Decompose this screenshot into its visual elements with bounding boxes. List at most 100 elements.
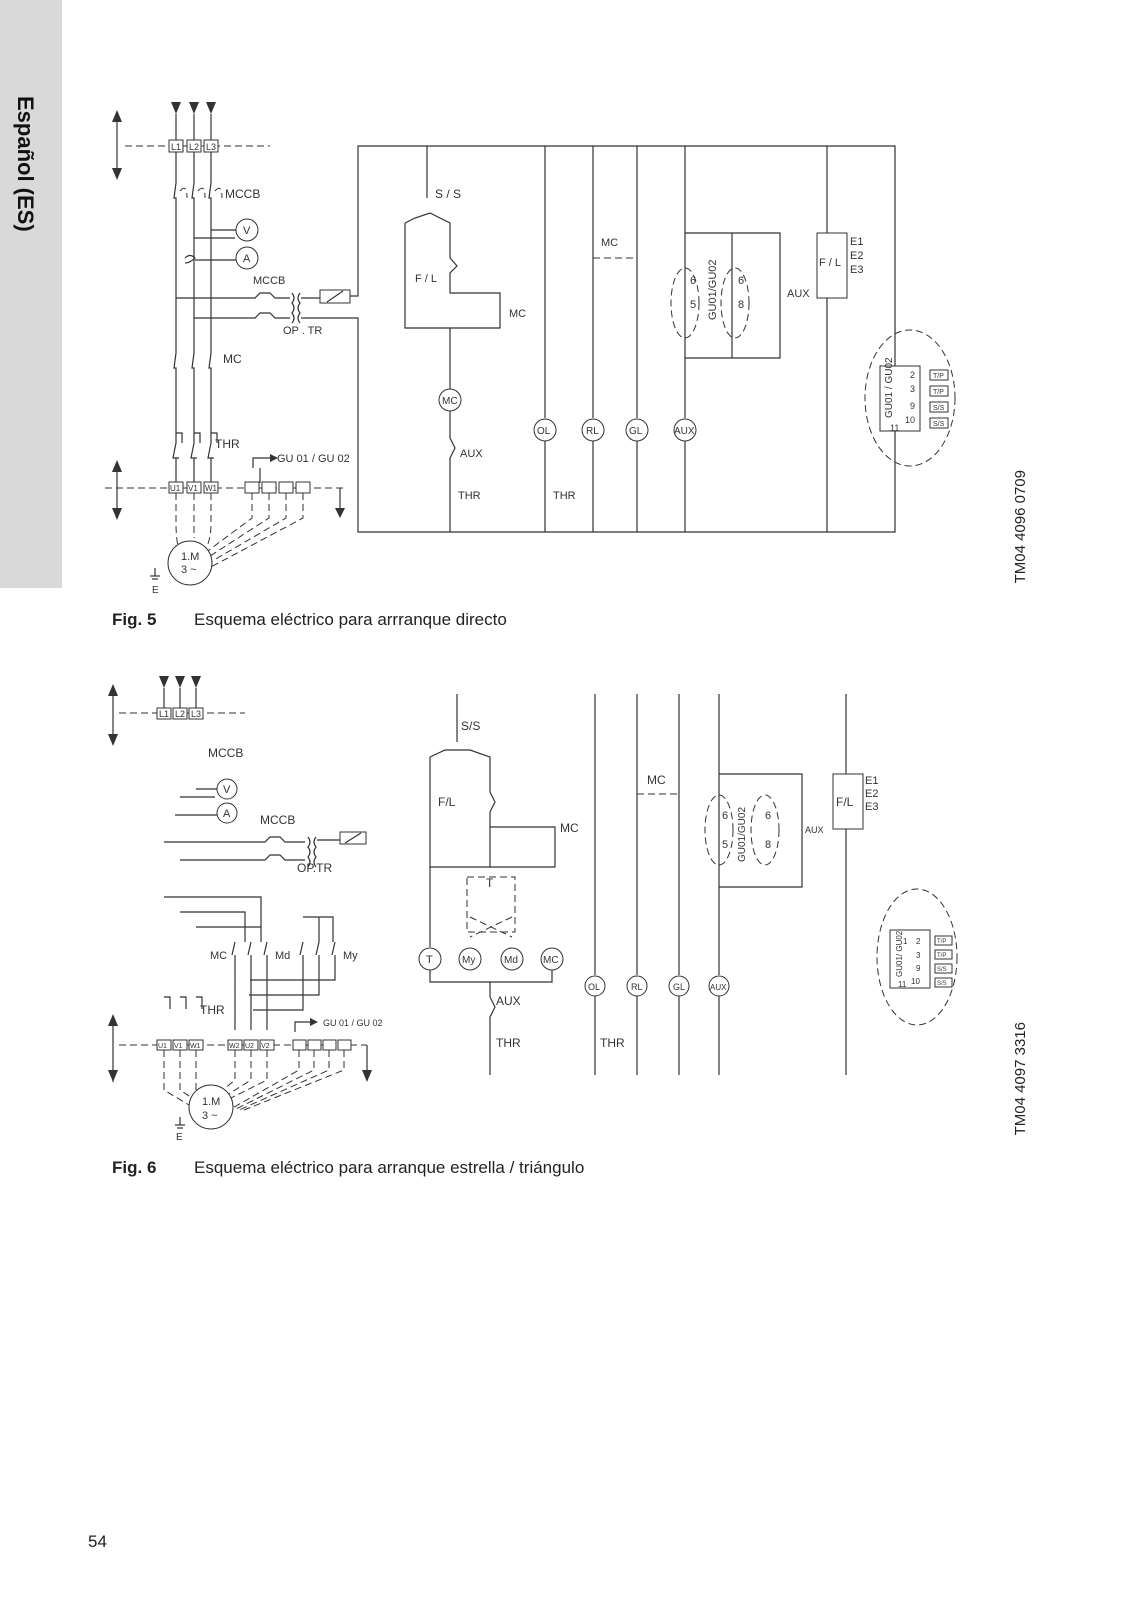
thr2-label: THR: [553, 490, 576, 502]
motor-label-2: 3 ~: [202, 1110, 218, 1122]
figure-6-code: TM04 4097 3316: [1012, 1022, 1029, 1136]
terminal-l1: L1: [159, 709, 169, 719]
pin-1: 1: [903, 937, 908, 946]
gl-lamp: GL: [673, 982, 685, 992]
mc-coil: MC: [543, 955, 559, 966]
pin-2: 2: [916, 937, 921, 946]
gu-contact-5: 5: [722, 839, 728, 851]
e2-label: E2: [865, 788, 878, 800]
md-coil: Md: [504, 955, 518, 966]
mc-aux-label: MC: [601, 237, 618, 249]
voltmeter: V: [223, 784, 231, 796]
terminal-l2: L2: [175, 709, 185, 719]
figure-5-title: Esquema eléctrico para arrranque directo: [194, 610, 507, 629]
ss1-term: S/S: [933, 405, 945, 412]
figure-6-number: Fig. 6: [112, 1158, 157, 1177]
voltmeter: V: [243, 225, 251, 237]
terminal-u1: U1: [170, 484, 181, 493]
t-timer-label: T: [486, 876, 494, 890]
aux-lamp: AUX: [674, 426, 695, 437]
gu-vertical-label: GU01/GU02: [737, 807, 748, 862]
pin-11: 11: [898, 980, 907, 989]
tp2-term: T/P: [937, 953, 946, 959]
figure-5-diagram: L1 L2 L3 MCCB V A MCCB OP . TR MC THR GU…: [105, 98, 985, 608]
earth-label: E: [176, 1132, 183, 1143]
pin-10: 10: [905, 415, 915, 425]
aux-contact-label: AUX: [787, 288, 810, 300]
t-coil: T: [426, 954, 433, 966]
thr1-label: THR: [496, 1036, 521, 1050]
gu-label: GU 01 / GU 02: [277, 453, 350, 465]
figure-6-caption: Fig. 6 Esquema eléctrico para arranque es…: [112, 1158, 584, 1178]
fl-box-label: F / L: [819, 257, 841, 269]
md-main-label: Md: [275, 950, 290, 962]
pin-10: 10: [911, 977, 920, 986]
mc-hold-label: MC: [560, 821, 579, 835]
figure-5-code: TM04 4096 0709: [1012, 470, 1029, 584]
terminal-block-l: L1 L2 L3: [168, 139, 219, 153]
aux-label: AUX: [496, 994, 521, 1008]
tp1-term: T/P: [933, 373, 944, 380]
figure-6-title: Esquema eléctrico para arranque estrella…: [194, 1158, 585, 1177]
terminal-l1: L1: [171, 142, 181, 152]
mccb-label: MCCB: [225, 187, 260, 201]
optr-label: OP . TR: [283, 325, 322, 337]
gu-contact-8: 8: [765, 839, 771, 851]
mc-coil-label: MC: [442, 396, 458, 407]
motor-label-1: 1.M: [181, 551, 199, 563]
tp1-term: T/P: [937, 939, 946, 945]
mc-aux-label: MC: [647, 773, 666, 787]
fl-label: F/L: [438, 795, 456, 809]
mc-hold-label: MC: [509, 308, 526, 320]
pin-9: 9: [916, 964, 921, 973]
e1-label: E1: [850, 236, 863, 248]
optr-label: OP.TR: [297, 861, 332, 875]
supply-arrows: [112, 102, 216, 180]
figure-5-number: Fig. 5: [112, 610, 157, 629]
motor-label-2: 3 ~: [181, 564, 197, 576]
terminal-w2: W2: [229, 1043, 240, 1050]
mccb-label: MCCB: [208, 746, 243, 760]
rl-lamp: RL: [631, 982, 643, 992]
gu-contact-6b: 6: [738, 275, 744, 287]
tp2-term: T/P: [933, 389, 944, 396]
gu-label: GU 01 / GU 02: [323, 1018, 383, 1028]
ol-lamp: OL: [588, 982, 600, 992]
figure-6-diagram: L1 L2 L3 MCCB V A MCCB OP.TR MC Md My TH…: [105, 672, 985, 1152]
pin-3: 3: [910, 384, 915, 394]
language-side-tab: Español (ES): [0, 0, 62, 588]
my-main-label: My: [343, 950, 358, 962]
gu-contact-6a: 6: [690, 275, 696, 287]
rl-lamp: RL: [586, 426, 599, 437]
gu-contact-6a: 6: [722, 810, 728, 822]
figure-5-caption: Fig. 5 Esquema eléctrico para arrranque d…: [112, 610, 507, 630]
aux-contact-label: AUX: [805, 825, 824, 835]
mc-main-label: MC: [210, 950, 227, 962]
e3-label: E3: [865, 801, 878, 813]
thr-main-label: THR: [215, 437, 240, 451]
mc-main-label: MC: [223, 352, 242, 366]
my-coil: My: [462, 955, 475, 966]
terminal-v1: V1: [174, 1043, 183, 1050]
pin-9: 9: [910, 401, 915, 411]
page-number: 54: [88, 1532, 107, 1551]
gu-box-label: GU01/ GU02: [895, 930, 904, 977]
fl-label: F / L: [415, 273, 437, 285]
pin-3: 3: [916, 951, 921, 960]
fl-box-label: F/L: [836, 795, 854, 809]
pin-2: 2: [910, 370, 915, 380]
ss1-term: S/S: [937, 967, 947, 973]
pin-11: 11: [890, 423, 899, 433]
language-label: Español (ES): [13, 96, 38, 232]
terminal-w1: W1: [205, 484, 218, 493]
terminal-l3: L3: [206, 142, 216, 152]
terminal-l3: L3: [191, 709, 201, 719]
mccb2-label: MCCB: [253, 275, 285, 287]
thr1-label: THR: [458, 490, 481, 502]
thr-main-label: THR: [200, 1003, 225, 1017]
terminal-v1: V1: [188, 484, 198, 493]
gu-box-label: GU01 / GU02: [884, 357, 895, 418]
thr2-label: THR: [600, 1036, 625, 1050]
gu-contact-6b: 6: [765, 810, 771, 822]
e1-label: E1: [865, 775, 878, 787]
